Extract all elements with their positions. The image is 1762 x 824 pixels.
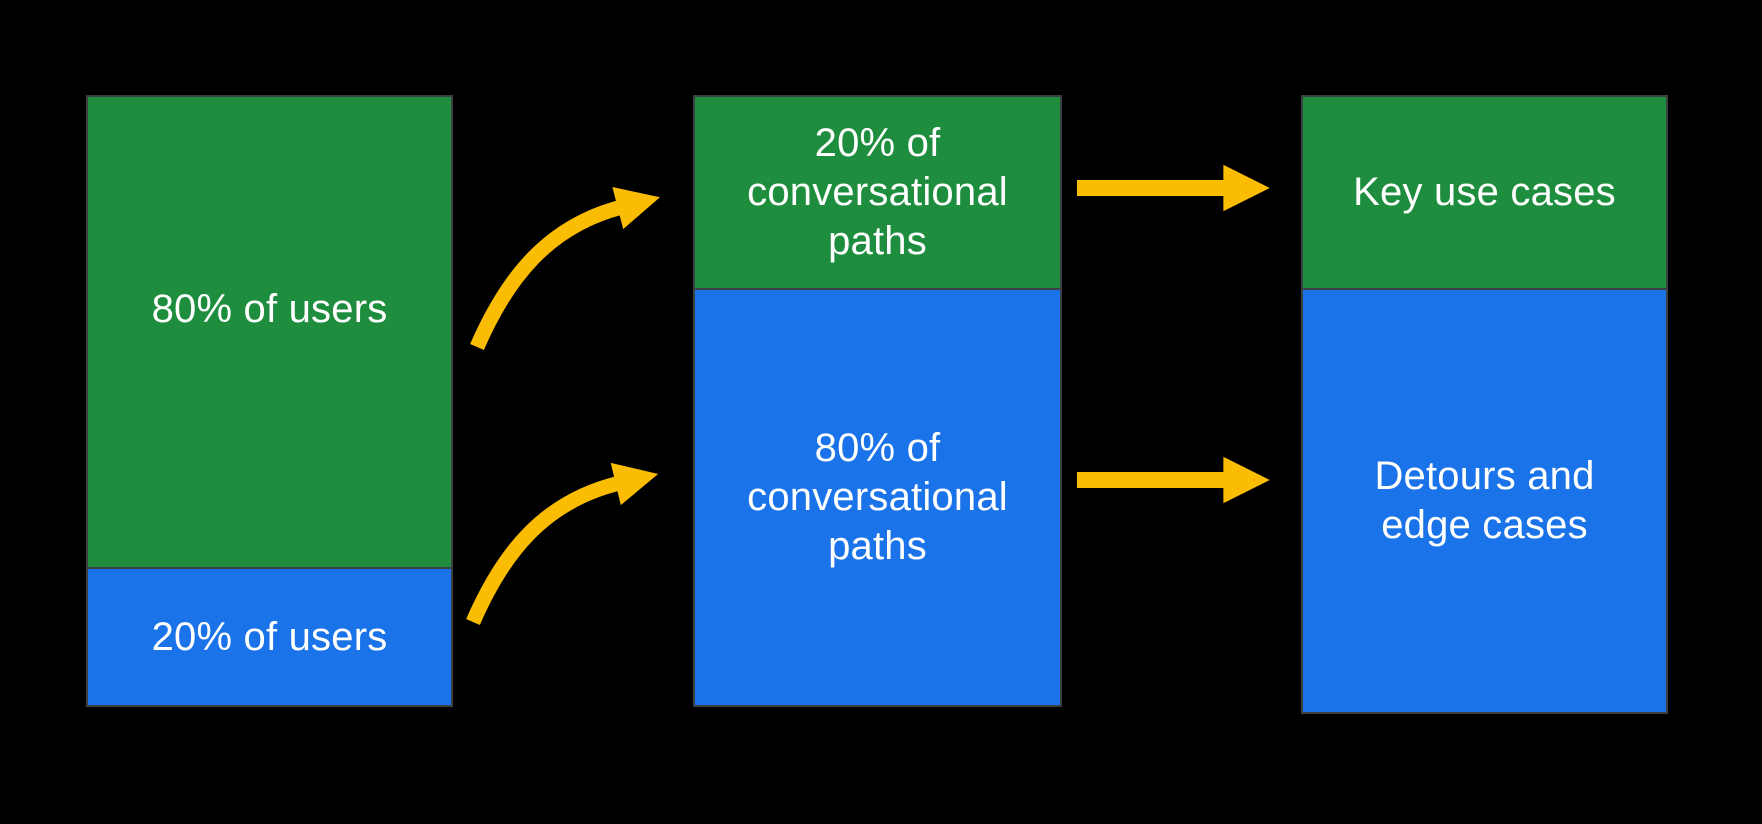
segment-detours-edge-cases: Detours and edge cases: [1303, 290, 1666, 712]
segment-users-minority: 20% of users: [88, 569, 451, 705]
bar-outcomes: Key use cases Detours and edge cases: [1301, 95, 1668, 714]
curved-arrow-icon-top: [470, 187, 660, 350]
segment-key-use-cases: Key use cases: [1303, 97, 1666, 290]
segment-label: 20% of conversational paths: [747, 121, 1008, 263]
segment-label: Key use cases: [1353, 170, 1616, 214]
segment-label: Detours and edge cases: [1374, 454, 1595, 547]
bar-conversational-paths: 20% of conversational paths 80% of conve…: [693, 95, 1062, 707]
segment-paths-minority: 20% of conversational paths: [695, 97, 1060, 290]
bar-users: 80% of users 20% of users: [86, 95, 453, 707]
curved-arrow-icon-bottom: [466, 462, 659, 625]
segment-label: 80% of conversational paths: [747, 426, 1008, 568]
segment-label: 80% of users: [151, 286, 388, 331]
segment-paths-majority: 80% of conversational paths: [695, 290, 1060, 705]
segment-label: 20% of users: [151, 614, 388, 659]
segment-users-majority: 80% of users: [88, 97, 451, 569]
